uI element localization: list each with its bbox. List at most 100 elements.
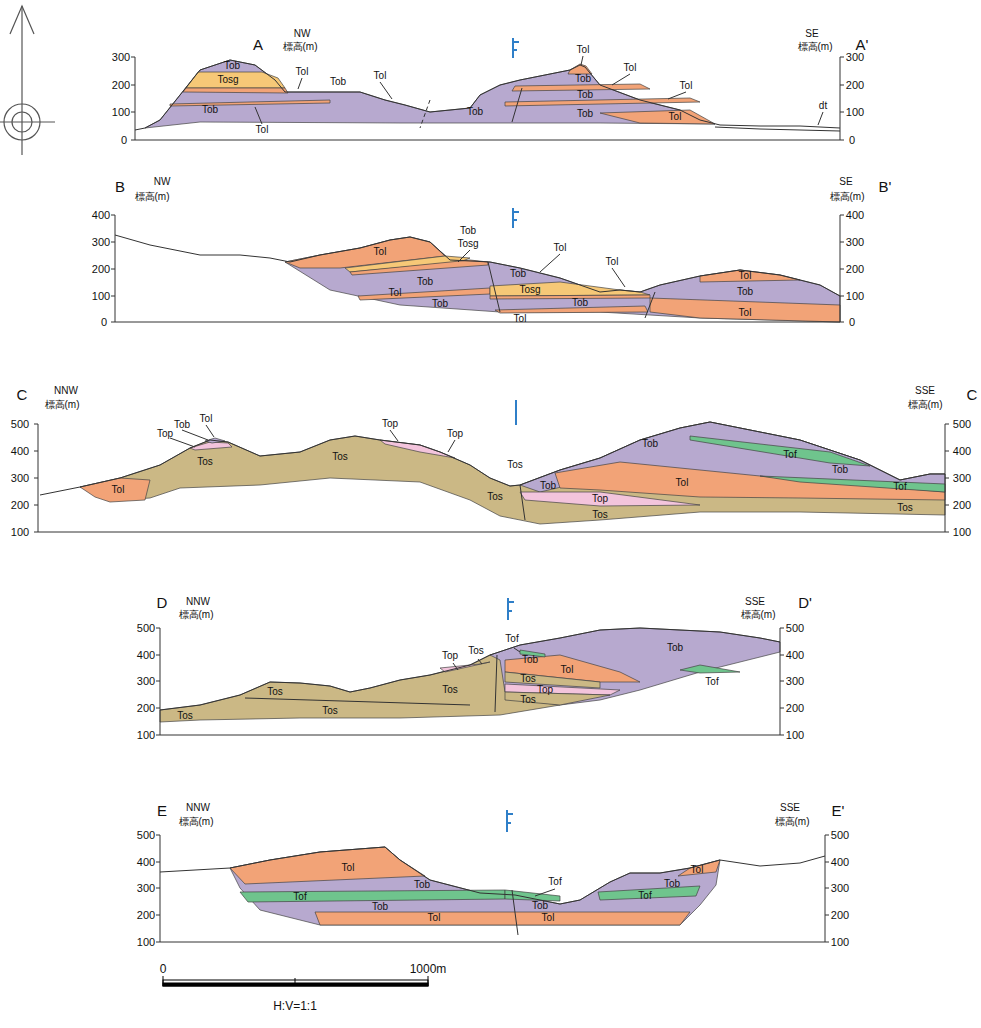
axis-line [111, 215, 115, 216]
axis-line [111, 296, 115, 297]
axis-line [825, 835, 829, 836]
axis-line [34, 532, 38, 533]
section-label: 100 [846, 291, 864, 302]
section-label: 400 [137, 650, 155, 661]
axis-line [780, 708, 784, 709]
section-label: 標高(m) [830, 192, 865, 202]
section-label: Top [442, 651, 458, 661]
section-label: 100 [831, 937, 849, 948]
axis-line [156, 915, 160, 916]
section-label: Tob [224, 61, 240, 71]
section-label: Tob [330, 77, 346, 87]
section-label: 500 [11, 419, 29, 430]
section-label: Tol [374, 247, 387, 257]
section-label: 100 [953, 527, 971, 538]
axis-line [156, 628, 160, 629]
section-label: NNW [186, 803, 210, 813]
section-label: Tol [739, 308, 752, 318]
section-label: Tob [174, 420, 190, 430]
axis-line [34, 478, 38, 479]
section-label: E' [832, 803, 845, 818]
axis-line [156, 708, 160, 709]
section-label: 400 [846, 210, 864, 221]
axis-line [840, 57, 844, 58]
section-label: 200 [786, 703, 804, 714]
section-label: Tol [669, 112, 682, 122]
section-label: SSE [915, 386, 935, 396]
section-label: Tos [897, 503, 913, 513]
section-label: Tob [575, 74, 591, 84]
section-label: 0 [849, 135, 855, 146]
section-label: 100 [112, 107, 130, 118]
section-label: Tol [554, 243, 567, 253]
axis-line [34, 505, 38, 506]
section-label: Tob [664, 879, 680, 889]
section-label: 200 [137, 703, 155, 714]
axis-line [115, 322, 840, 323]
section-label: 300 [137, 676, 155, 687]
section-label: Tosg [519, 285, 540, 295]
section-label: dt [819, 101, 827, 111]
section-label: D [157, 595, 168, 610]
section-label: Tol [561, 665, 574, 675]
section-label: Tol [739, 271, 752, 281]
axis-line [131, 140, 135, 141]
section-label: Tob [642, 439, 658, 449]
section-label: NW [154, 177, 171, 187]
section-label: Tos [177, 711, 193, 721]
section-label: Tol [428, 913, 441, 923]
section-label: 200 [953, 500, 971, 511]
section-label: Tos [332, 452, 348, 462]
section-label: Tob [540, 481, 556, 491]
section-label: SE [839, 177, 852, 187]
axis-line [945, 451, 949, 452]
section-label: Tof [783, 450, 796, 460]
section-label: Tosg [217, 75, 238, 85]
section-label: Tol [676, 478, 689, 488]
axis-line [135, 57, 136, 140]
section-label: 300 [846, 52, 864, 63]
section-label: NNW [186, 597, 210, 607]
axis-line [840, 57, 841, 140]
section-label: Tol [691, 865, 704, 875]
axis-line [780, 681, 784, 682]
axis-line [156, 655, 160, 656]
section-label: Tos [442, 685, 458, 695]
section-label: Tob [460, 226, 476, 236]
section-label: 300 [137, 883, 155, 894]
axis-line [840, 242, 844, 243]
section-label: 400 [831, 857, 849, 868]
section-label: Tob [667, 643, 683, 653]
section-label: Tosg [457, 239, 478, 249]
axis-line [945, 505, 949, 506]
section-label: 300 [953, 473, 971, 484]
axis-line [840, 140, 844, 141]
axis-line [825, 915, 829, 916]
section-label: 300 [11, 473, 29, 484]
section-label: 500 [137, 830, 155, 841]
axis-line [780, 655, 784, 656]
section-label: 200 [831, 910, 849, 921]
section-label: Top [447, 429, 463, 439]
section-label: 300 [112, 52, 130, 63]
axis-line [111, 269, 115, 270]
section-label: SSE [780, 803, 800, 813]
section-label: A [253, 37, 263, 52]
section-label: 200 [846, 264, 864, 275]
section-label: E [157, 803, 167, 818]
section-label: Tob [577, 90, 593, 100]
section-label: Tob [522, 655, 538, 665]
section-label: 標高(m) [908, 400, 943, 410]
section-label: 400 [137, 857, 155, 868]
axis-line [160, 942, 825, 943]
section-label: NNW [54, 386, 78, 396]
axis-line [38, 532, 945, 533]
section-label: 300 [92, 237, 110, 248]
axis-line [945, 478, 949, 479]
section-label: 標高(m) [741, 610, 776, 620]
section-label: 200 [846, 80, 864, 91]
axis-line [111, 242, 115, 243]
section-label: 100 [137, 937, 155, 948]
section-label: Tol [542, 913, 555, 923]
